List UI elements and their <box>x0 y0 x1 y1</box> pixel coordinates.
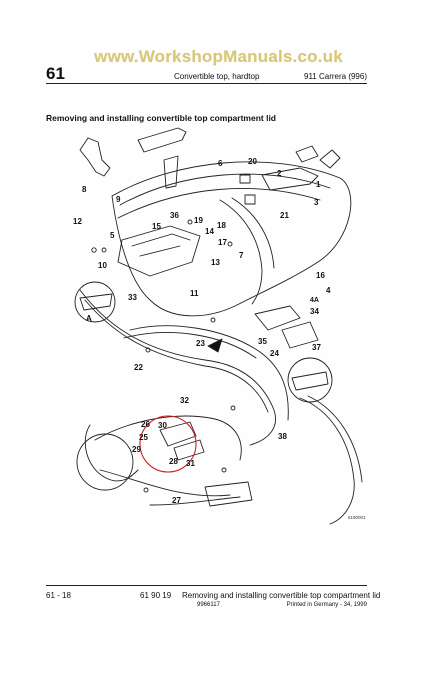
part-label: 22 <box>134 363 143 372</box>
part-label: 9 <box>116 195 121 204</box>
part-label: 25 <box>139 433 148 442</box>
part-label: 26 <box>141 420 150 429</box>
part-label: 37 <box>312 343 321 352</box>
highlight-circle <box>139 415 197 473</box>
part-label: 2 <box>277 169 282 178</box>
footer-code: 61 90 19 <box>140 591 172 600</box>
page-header: 61 Convertible top, hardtop 911 Carrera … <box>46 64 367 84</box>
part-label: 33 <box>128 293 137 302</box>
part-label: 23 <box>196 339 205 348</box>
part-label: 12 <box>73 217 82 226</box>
part-label: A <box>86 314 92 323</box>
part-label: 29 <box>132 445 141 454</box>
part-label: 1 <box>316 180 321 189</box>
part-label: 5 <box>110 231 115 240</box>
section-title: Removing and installing convertible top … <box>46 113 276 123</box>
part-label: 7 <box>239 251 244 260</box>
part-label: 28 <box>169 457 178 466</box>
part-label: 19 <box>194 216 203 225</box>
part-label: 4A <box>310 297 319 304</box>
part-label: 4 <box>326 286 331 295</box>
part-label: 34 <box>310 307 319 316</box>
part-label: 11 <box>190 289 199 298</box>
header-model: 911 Carrera (996) <box>304 72 367 81</box>
header-title: Convertible top, hardtop <box>174 72 260 81</box>
part-label: 36 <box>170 211 179 220</box>
part-label: 20 <box>248 157 257 166</box>
part-label: 35 <box>258 337 267 346</box>
part-label: 15 <box>152 222 161 231</box>
footer-divider <box>46 585 367 586</box>
part-label: 14 <box>205 227 214 236</box>
footer-title: Removing and installing convertible top … <box>182 591 381 600</box>
part-labels: 1 2 3 4 4A 5 6 7 8 9 10 11 12 13 14 15 1… <box>73 157 331 505</box>
part-label: 27 <box>172 496 181 505</box>
part-label: 16 <box>316 271 325 280</box>
footer-page-number: 61 - 18 <box>46 591 71 600</box>
part-label: 13 <box>211 258 220 267</box>
footer-doc-number: 9966117 <box>197 602 220 608</box>
part-label: 3 <box>314 198 319 207</box>
watermark-text: www.WorkshopManuals.co.uk <box>94 47 343 66</box>
part-label: 18 <box>217 221 226 230</box>
part-label: 31 <box>186 459 195 468</box>
figure-code: 6190001 <box>348 515 366 520</box>
part-label: 17 <box>218 238 227 247</box>
part-label: 38 <box>278 432 287 441</box>
part-label: 32 <box>180 396 189 405</box>
footer-printed: Printed in Germany - 34, 1999 <box>286 602 367 608</box>
part-label: 6 <box>218 159 223 168</box>
part-label: 8 <box>82 185 87 194</box>
header-divider <box>46 83 367 84</box>
part-label: 21 <box>280 211 289 220</box>
part-label: 24 <box>270 349 279 358</box>
chapter-number: 61 <box>46 64 65 83</box>
part-label: 30 <box>158 421 167 430</box>
part-label: 10 <box>98 261 107 270</box>
